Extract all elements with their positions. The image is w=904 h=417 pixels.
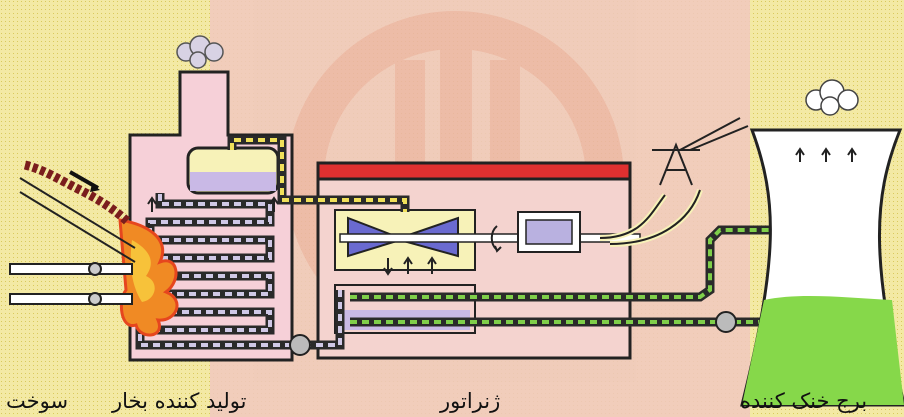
label-fuel: سوخت	[6, 389, 68, 413]
label-cooling-tower: برج خنک کننده	[740, 389, 867, 413]
label-boiler: تولید کننده بخار	[112, 389, 246, 413]
label-generator: ژنراتور	[440, 389, 500, 413]
generator-building	[318, 163, 640, 358]
